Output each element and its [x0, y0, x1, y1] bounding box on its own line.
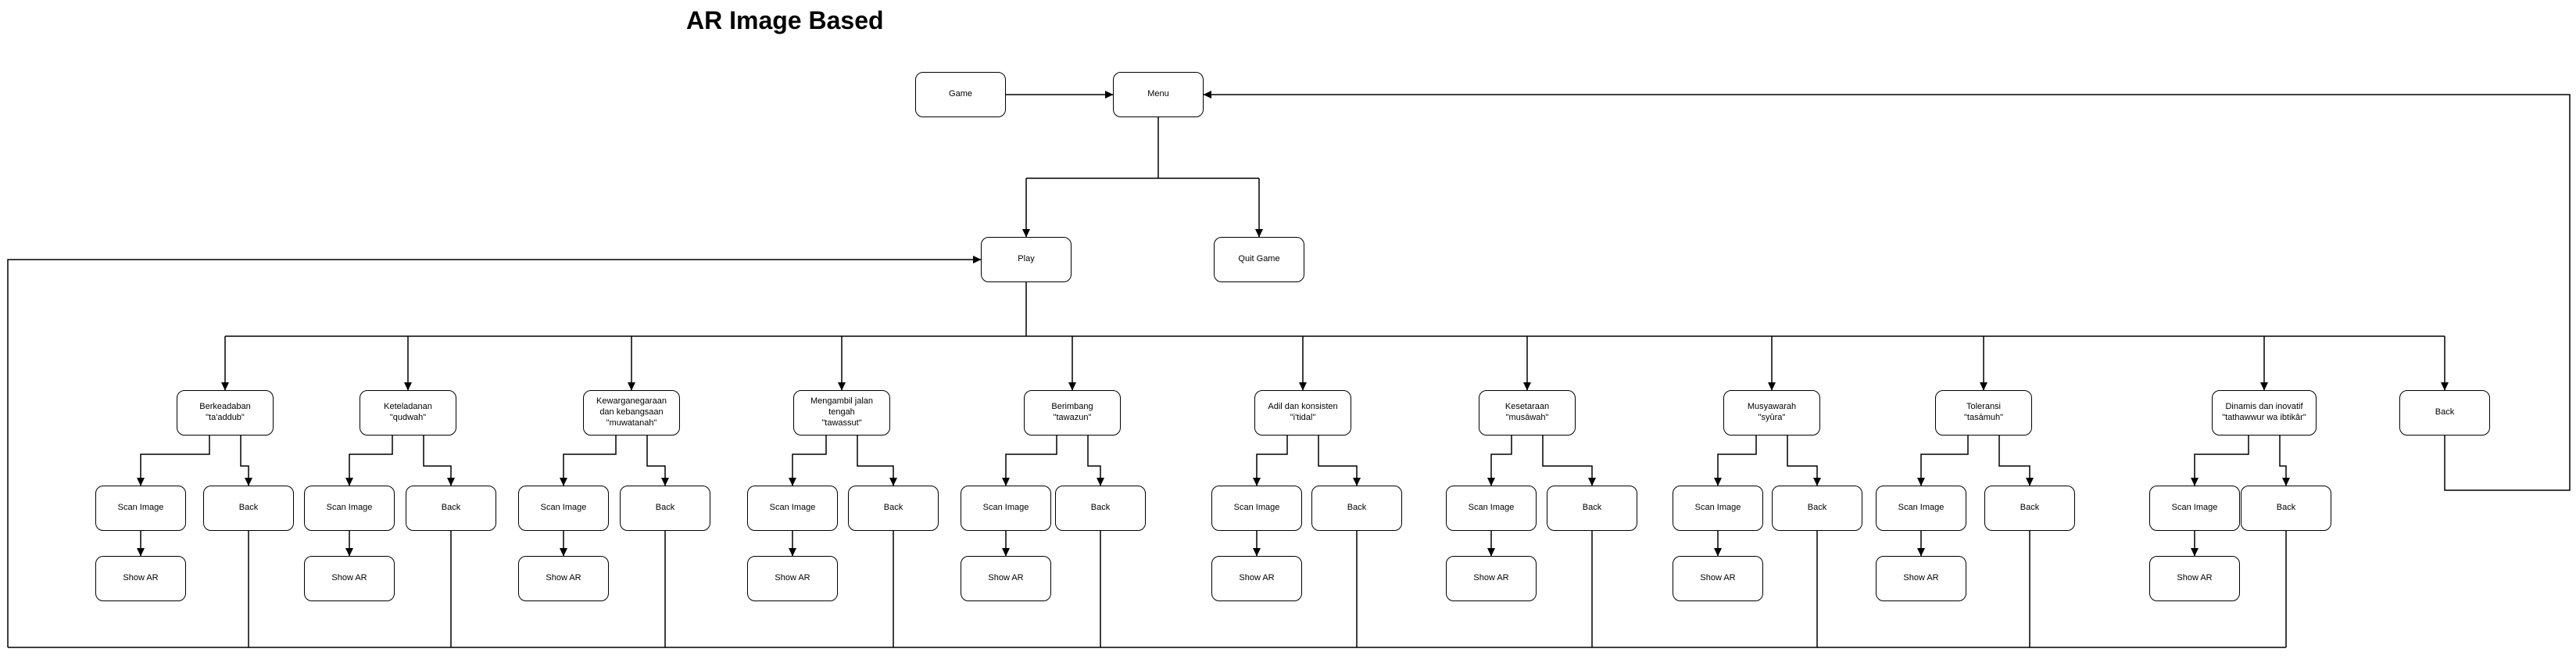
node-branch-tawazun: Berimbang "tawazun"	[1024, 390, 1121, 436]
diagram-title: AR Image Based	[686, 6, 884, 34]
edge-return-to-play	[7, 256, 982, 647]
node-branch-muwatanah: Kewarganegaraan dan kebangsaan "muwatana…	[583, 390, 680, 436]
edge-branch-6-to-scan	[1253, 436, 1288, 486]
node-show-ar-5: Show AR	[961, 556, 1051, 601]
node-scan-image-5: Scan Image	[961, 486, 1051, 531]
node-branch-taaddub: Berkeadaban "ta'addub"	[177, 390, 274, 436]
edge-branch-3-to-scan	[560, 436, 617, 486]
edge-branch-2-to-scan	[345, 436, 393, 486]
node-back-9: Back	[1984, 486, 2075, 531]
node-branch-musawah: Kesetaraan "musāwah"	[1479, 390, 1576, 436]
node-scan-image-4: Scan Image	[747, 486, 838, 531]
edge-branch-8-to-scan	[1714, 436, 1757, 486]
edge-branch-6-to-back	[1318, 436, 1361, 486]
node-show-ar-3: Show AR	[518, 556, 609, 601]
edge-branch-4-to-back	[857, 436, 897, 486]
node-scan-image-3: Scan Image	[518, 486, 609, 531]
node-scan-image-7: Scan Image	[1446, 486, 1537, 531]
node-show-ar-2: Show AR	[304, 556, 395, 601]
node-scan-image-10: Scan Image	[2149, 486, 2240, 531]
node-back-main: Back	[2399, 390, 2490, 436]
node-back-7: Back	[1547, 486, 1637, 531]
node-branch-qudwah: Keteladanan "qudwah"	[360, 390, 456, 436]
node-quit-game: Quit Game	[1214, 237, 1304, 282]
node-scan-image-8: Scan Image	[1673, 486, 1763, 531]
node-show-ar-6: Show AR	[1211, 556, 1302, 601]
node-show-ar-9: Show AR	[1876, 556, 1966, 601]
edge-branch-9-to-scan	[1917, 436, 1969, 486]
node-scan-image-6: Scan Image	[1211, 486, 1302, 531]
node-show-ar-7: Show AR	[1446, 556, 1537, 601]
edge-branch-2-to-back	[423, 436, 455, 486]
node-show-ar-10: Show AR	[2149, 556, 2240, 601]
edge-branch-4-to-scan	[789, 436, 827, 486]
node-branch-tasamuh: Toleransi "tasāmuh"	[1935, 390, 2032, 436]
node-back-8: Back	[1772, 486, 1862, 531]
node-branch-syura: Musyawarah "syūra"	[1723, 390, 1820, 436]
edge-back-main-to-menu	[1203, 91, 2571, 491]
edge-branch-9-to-back	[1998, 436, 2034, 486]
node-back-1: Back	[203, 486, 294, 531]
edge-branch-3-to-back	[646, 436, 669, 486]
node-game: Game	[915, 72, 1006, 117]
node-play: Play	[981, 237, 1072, 282]
edge-branch-8-to-back	[1787, 436, 1821, 486]
edge-branch-5-to-back	[1087, 436, 1104, 486]
edge-branch-7-to-back	[1542, 436, 1596, 486]
edge-branch-7-to-scan	[1487, 436, 1512, 486]
node-back-6: Back	[1311, 486, 1402, 531]
node-show-ar-4: Show AR	[747, 556, 838, 601]
node-branch-itidal: Adil dan konsisten "i'tidal"	[1254, 390, 1351, 436]
node-back-4: Back	[848, 486, 939, 531]
node-scan-image-9: Scan Image	[1876, 486, 1966, 531]
node-back-2: Back	[406, 486, 496, 531]
node-show-ar-8: Show AR	[1673, 556, 1763, 601]
node-branch-tathawwur: Dinamis dan inovatif "tathawwur wa ibtik…	[2212, 390, 2317, 436]
node-back-5: Back	[1055, 486, 1146, 531]
node-show-ar-1: Show AR	[95, 556, 186, 601]
edge-branch-1-to-back	[240, 436, 252, 486]
edge-branch-10-to-scan	[2191, 436, 2249, 486]
node-branch-tawassut: Mengambil jalan tengah "tawassut"	[793, 390, 890, 436]
edges-group	[7, 91, 2571, 648]
node-scan-image-1: Scan Image	[95, 486, 186, 531]
edge-branch-10-to-back	[2279, 436, 2290, 486]
edge-branch-5-to-scan	[1002, 436, 1057, 486]
node-back-3: Back	[620, 486, 710, 531]
node-menu: Menu	[1113, 72, 1204, 117]
node-scan-image-2: Scan Image	[304, 486, 395, 531]
edge-branch-1-to-scan	[137, 436, 210, 486]
node-back-10: Back	[2241, 486, 2331, 531]
